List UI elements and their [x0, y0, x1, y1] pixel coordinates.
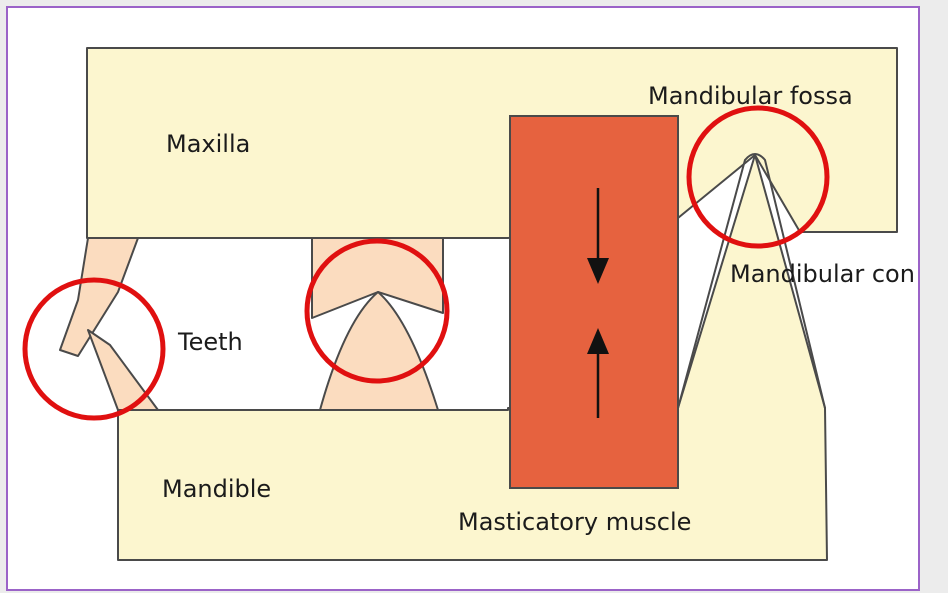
label-masticatory-muscle: Masticatory muscle [458, 508, 691, 536]
label-maxilla: Maxilla [166, 130, 250, 158]
left-lower-tooth [88, 330, 158, 410]
label-mandibular-fossa: Mandibular fossa [648, 82, 853, 110]
label-mandible: Mandible [162, 475, 271, 503]
label-teeth: Teeth [177, 328, 243, 356]
label-mandibular-condyle: Mandibular con [730, 260, 915, 288]
molar-lower-tooth [320, 292, 438, 410]
masticatory-muscle [510, 116, 678, 488]
